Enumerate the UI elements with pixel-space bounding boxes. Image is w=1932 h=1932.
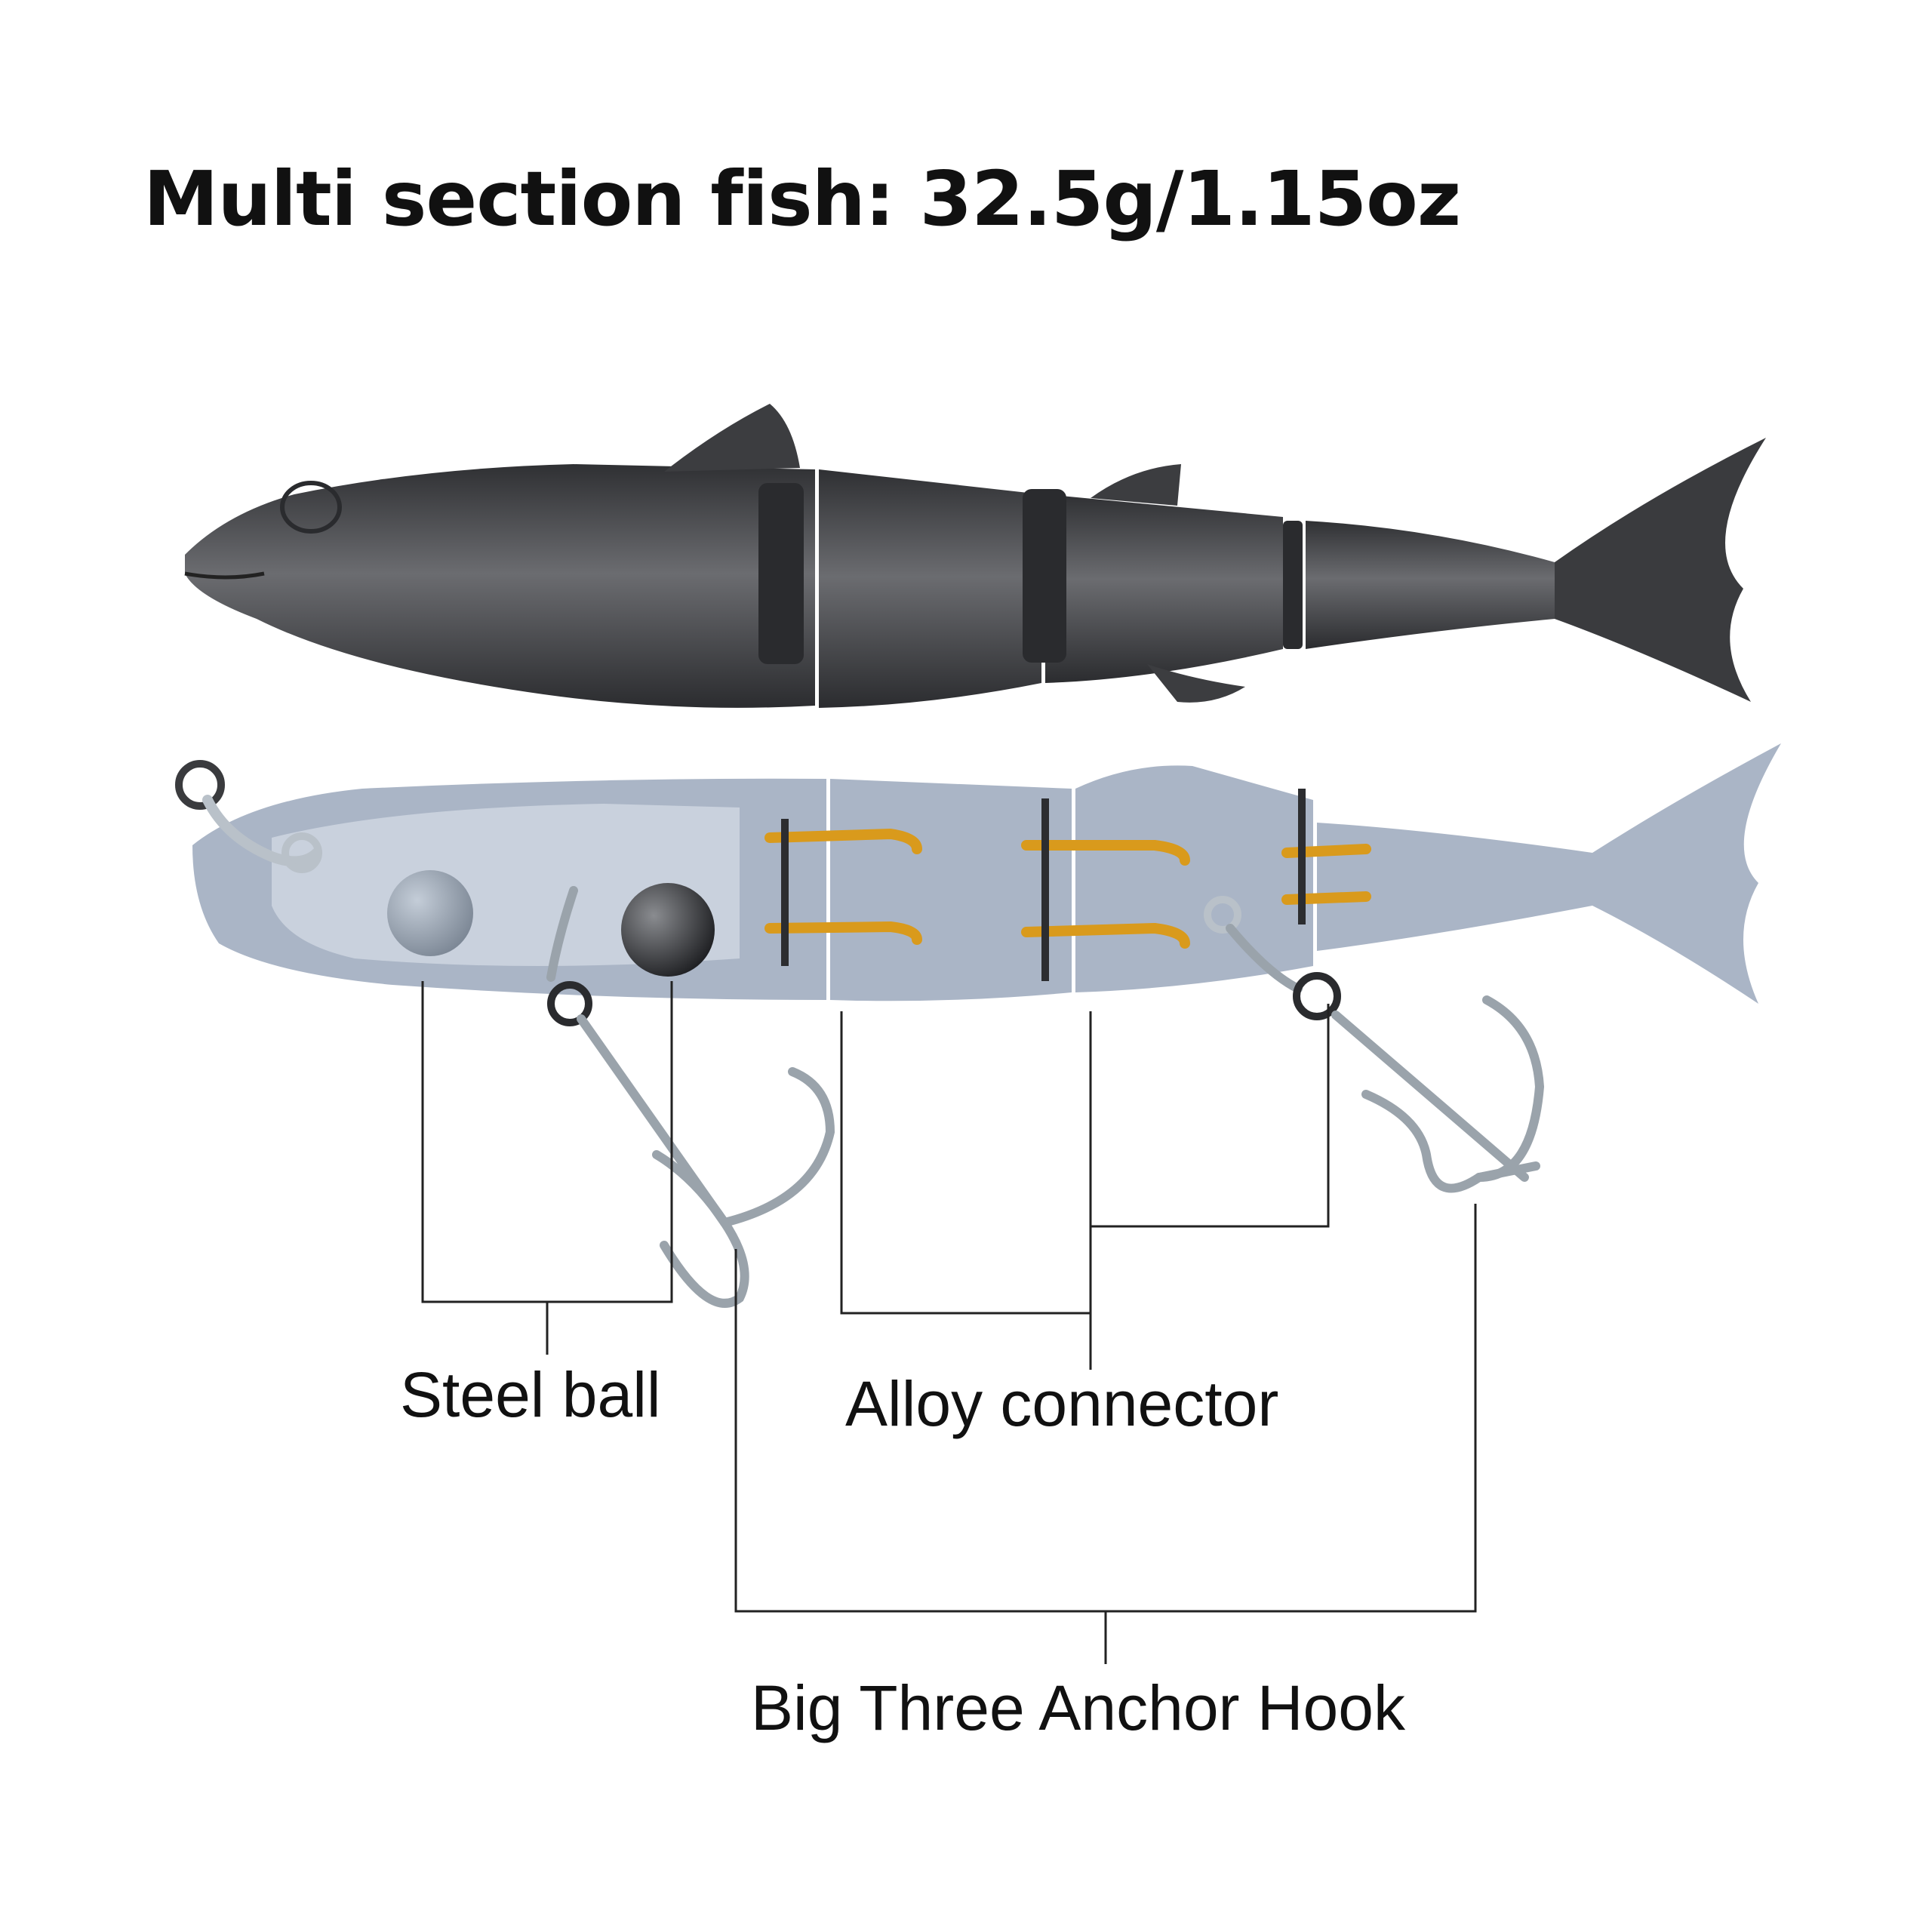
alloy-connector-3 [1021, 840, 1190, 866]
front-treble-hook [546, 886, 835, 1308]
exterior-mouth [184, 571, 265, 580]
exterior-joint-1 [758, 483, 804, 664]
front-hook-barb-2 [720, 1067, 835, 1227]
front-hook-eye [546, 886, 578, 982]
alloy-connector-2 [764, 921, 922, 945]
exterior-tail-fin [1555, 438, 1766, 702]
cutaway-rear-section [1075, 765, 1313, 992]
hook-label: Big Three Anchor Hook [751, 1672, 1405, 1743]
cutaway-fish [175, 743, 1781, 1308]
cutaway-mid-section [830, 779, 1072, 1001]
exterior-tail-section [1306, 521, 1555, 649]
rear-hook-eye-loop [1204, 896, 1241, 934]
rear-treble-hook [1204, 896, 1545, 1193]
rear-hook-split-ring [1293, 972, 1341, 1020]
exterior-rear-section [1045, 494, 1283, 683]
exterior-anal-fin [1147, 664, 1245, 703]
steel-ball-light [387, 870, 473, 956]
front-hook-barb-3 [652, 1150, 729, 1227]
steel-ball-dark [621, 883, 715, 977]
rear-hook-barb-3 [1475, 1161, 1540, 1182]
exterior-second-dorsal-fin [1091, 464, 1181, 506]
cutaway-tail-section [1317, 823, 1592, 951]
connector-pins [781, 789, 1306, 981]
alloy-connector-1 [764, 828, 922, 854]
exterior-joint-3 [1283, 521, 1303, 649]
front-hook-barb-1 [660, 1218, 749, 1308]
alloy-connector-4 [1021, 922, 1190, 949]
exterior-dorsal-fin [664, 404, 800, 472]
exterior-mid-section [819, 469, 1041, 708]
exterior-joint-2 [1023, 489, 1066, 663]
alloy-connector-label: Alloy connector [845, 1368, 1279, 1439]
rear-hook-barb-1 [1361, 1090, 1484, 1193]
leader-steel-ball [421, 981, 673, 1355]
eye-wire-nose [202, 795, 322, 867]
leader-alloy-connector [840, 1004, 1330, 1370]
exterior-fish [184, 404, 1766, 708]
diagram-title: Multi section fish: 32.5g/1.15oz [143, 155, 1461, 243]
rear-hook-eye [1226, 924, 1303, 993]
leader-lines [421, 981, 1477, 1664]
eye-wire-loop-nose [281, 832, 322, 873]
exterior-eye [280, 481, 342, 534]
cutaway-tail-fin [1592, 743, 1781, 1004]
nose-line-tie [175, 760, 322, 873]
rear-hook-shank [1331, 1011, 1529, 1182]
front-hook-split-ring [547, 981, 592, 1026]
split-ring-nose [175, 760, 225, 810]
leader-hook [734, 1204, 1477, 1664]
exterior-head-section [185, 464, 815, 708]
steel-ball-label: Steel ball [400, 1359, 661, 1430]
